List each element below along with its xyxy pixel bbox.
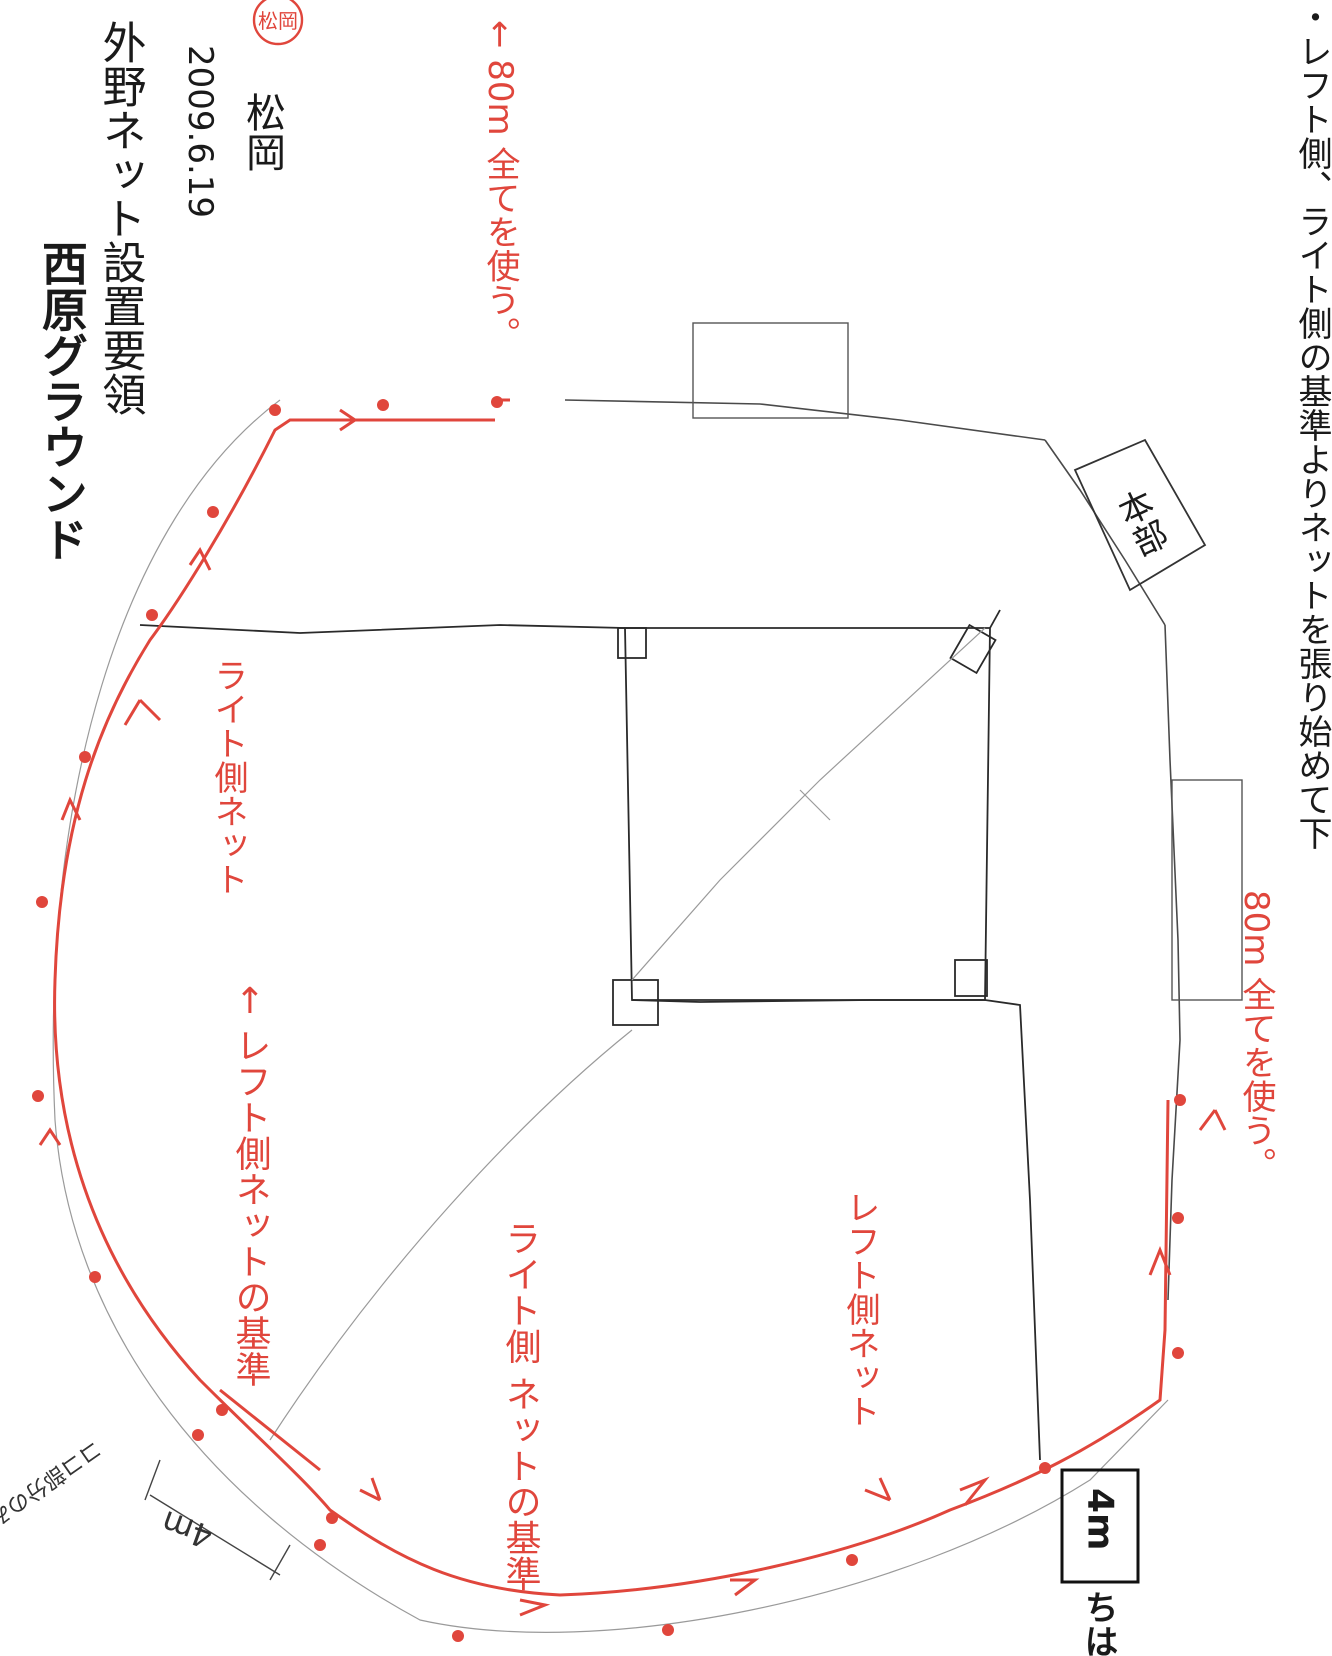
foul-lines	[139, 609, 1041, 1461]
bottom-boxed-value: 4m	[1080, 1488, 1121, 1551]
left-net-ref-label: ← レフト側ネットの基準	[230, 985, 272, 1387]
seal-text: 松岡	[258, 9, 298, 33]
home-box: 本部	[1073, 438, 1207, 592]
bottom-note: ちは 4m	[1060, 1468, 1140, 1656]
right-net-ref-label: ライト側 ネットの基準	[500, 1220, 542, 1591]
net-path	[53, 398, 1227, 1597]
field-outline	[52, 399, 1181, 1633]
bottom-80m-note: 80m 全てを使う。	[1236, 890, 1276, 1181]
footnote: ・レフト側、ライト側の基準よりネットを張り始めて下	[1292, 0, 1332, 850]
right-net-label: ライト側ネット	[208, 658, 248, 896]
left-net-label: レフト側ネット	[840, 1190, 880, 1428]
net-stake-dots	[32, 396, 1186, 1642]
faint-guide-lines	[269, 627, 986, 1441]
home-label: 本部	[1107, 484, 1172, 563]
diagram-subtitle: 外野ネット設置要領	[95, 20, 146, 416]
diagram-author: 松岡	[239, 92, 285, 172]
overlap-bracket	[144, 1459, 291, 1581]
overlap-note: ココ部分のみ重ねる	[0, 1435, 106, 1569]
diagram-title: 西原グラウンド	[35, 240, 89, 562]
header: 西原グラウンド 外野ネット設置要領 2009.6.19 松岡	[35, 20, 285, 562]
diagram-date: 2009.6.19	[180, 45, 220, 218]
top-80m-note: ← 80m 全てを使う。	[480, 20, 520, 351]
top-building	[692, 322, 849, 419]
bottom-text: ちは	[1078, 1590, 1118, 1656]
right-building	[1171, 779, 1243, 1001]
net-direction-arrows	[38, 408, 1172, 1617]
annotations: ← 80m 全てを使う。 ライト側ネット ← レフト側ネットの基準 ライト側 ネ…	[208, 20, 1276, 1591]
overlap-notes: 4m ココ部分のみ重ねる	[0, 1435, 218, 1569]
author-seal: 松岡	[252, 0, 304, 46]
infield-diamond	[612, 623, 997, 1026]
overlap-length: 4m	[156, 1503, 217, 1556]
